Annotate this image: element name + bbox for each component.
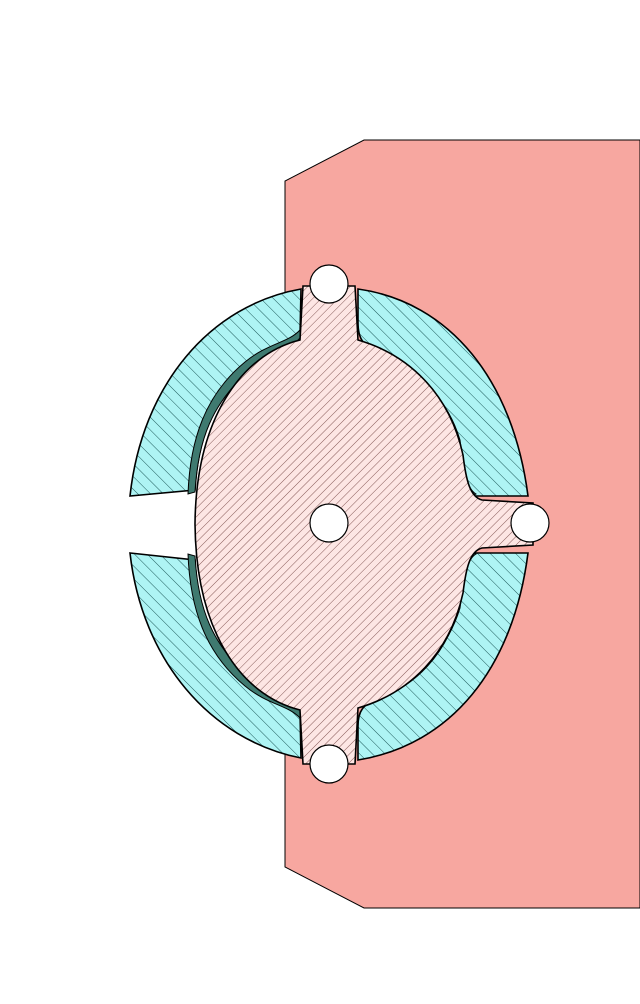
inner-rotor (194, 285, 534, 765)
bottom-pivot-hole (309, 744, 349, 784)
right-pivot-hole (510, 503, 550, 543)
top-pivot-hole (309, 264, 349, 304)
center-pivot-hole (309, 503, 349, 543)
